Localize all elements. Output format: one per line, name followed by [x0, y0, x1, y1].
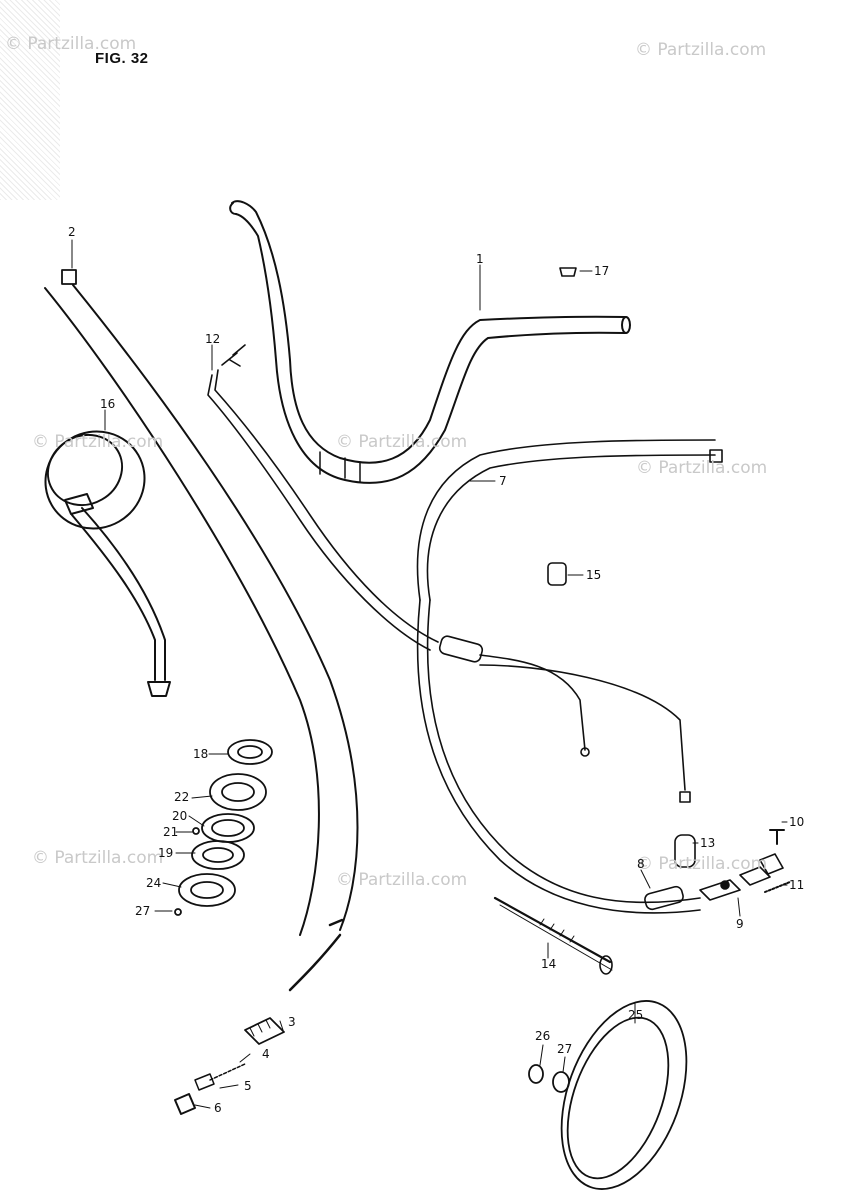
watermark-mid-center: © Partzilla.com [336, 432, 468, 452]
watermark-mid-right: © Partzilla.com [636, 458, 768, 478]
callout-5: 5 [244, 1079, 252, 1093]
callout-2: 2 [68, 225, 76, 239]
callout-12: 12 [205, 332, 221, 346]
callout-6: 6 [214, 1101, 222, 1115]
clutch-cable [416, 439, 723, 914]
part-13 [674, 834, 696, 868]
callout-3: 3 [288, 1015, 296, 1029]
watermark-top-left: © Partzilla.com [5, 34, 137, 54]
callout-21: 21 [163, 825, 179, 839]
mirror [44, 430, 171, 697]
callout-17: 17 [594, 264, 610, 278]
long-cable [44, 269, 359, 1115]
callout-22: 22 [174, 790, 190, 804]
callout-20: 20 [172, 809, 188, 823]
headlight [528, 1000, 688, 1190]
part-15 [547, 562, 567, 586]
bearing-stack [174, 739, 273, 916]
callout-15: 15 [586, 568, 602, 582]
part-17 [559, 267, 577, 277]
watermark-mid-left: © Partzilla.com [32, 432, 164, 452]
leader-lines [71, 239, 788, 1109]
callout-11: 11 [789, 878, 805, 892]
figure-title: FIG. 32 [95, 50, 149, 67]
watermark-low-center: © Partzilla.com [336, 870, 468, 890]
callout-1: 1 [476, 252, 484, 266]
callout-26: 26 [535, 1029, 551, 1043]
scan-noise [0, 0, 60, 200]
watermark-low-right: © Partzilla.com [636, 854, 768, 874]
throttle-cable [207, 344, 691, 803]
part-9-body [699, 879, 741, 901]
handlebar [229, 200, 631, 484]
callout-13: 13 [700, 836, 716, 850]
callout-27-right: 27 [557, 1042, 573, 1056]
callout-19: 19 [158, 846, 174, 860]
callout-18: 18 [193, 747, 209, 761]
callout-27-left: 27 [135, 904, 151, 918]
callout-7: 7 [499, 474, 507, 488]
part-11 [764, 881, 791, 893]
callout-14: 14 [541, 957, 557, 971]
part-10 [769, 829, 785, 845]
callout-8: 8 [637, 857, 645, 871]
watermark-low-left: © Partzilla.com [32, 848, 164, 868]
small-parts [493, 267, 791, 975]
callout-16: 16 [100, 397, 116, 411]
part-8 [644, 885, 684, 911]
callout-4: 4 [262, 1047, 270, 1061]
callout-25: 25 [628, 1008, 644, 1022]
callout-9: 9 [736, 917, 744, 931]
callout-24: 24 [146, 876, 162, 890]
callout-10: 10 [789, 815, 805, 829]
part-14-shaft [493, 896, 612, 964]
watermark-top-right: © Partzilla.com [635, 40, 767, 60]
